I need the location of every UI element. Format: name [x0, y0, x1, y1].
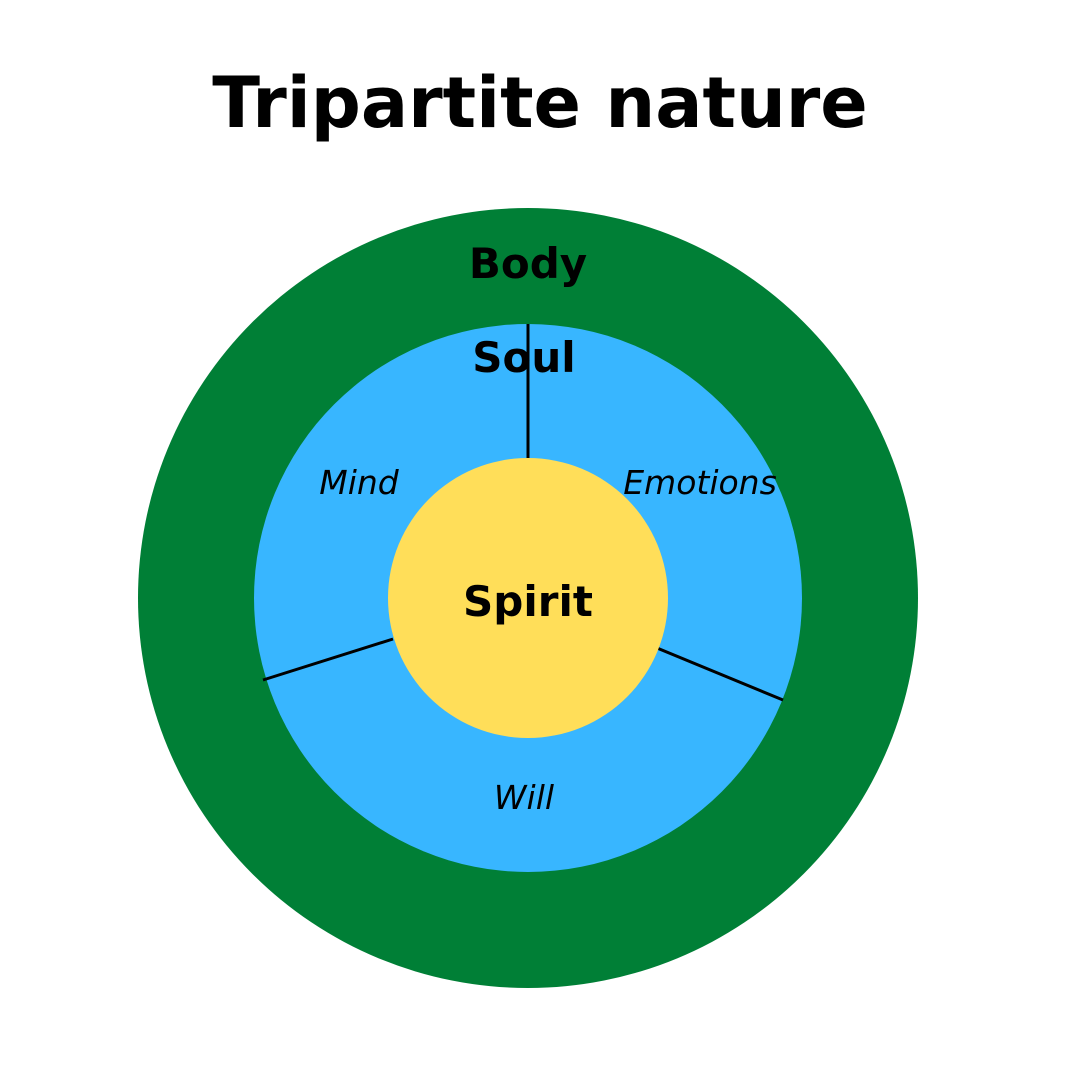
emotions-label: Emotions	[623, 463, 777, 502]
spirit-label: Spirit	[463, 577, 593, 626]
mind-label: Mind	[319, 463, 400, 502]
soul-divider-right	[656, 646, 784, 702]
soul-label: Soul	[472, 333, 575, 382]
spirit-circle	[388, 458, 668, 738]
soul-divider-left	[262, 637, 394, 682]
will-label: Will	[494, 778, 554, 817]
body-label: Body	[469, 239, 587, 288]
diagram-title: Tripartite nature	[212, 62, 868, 144]
